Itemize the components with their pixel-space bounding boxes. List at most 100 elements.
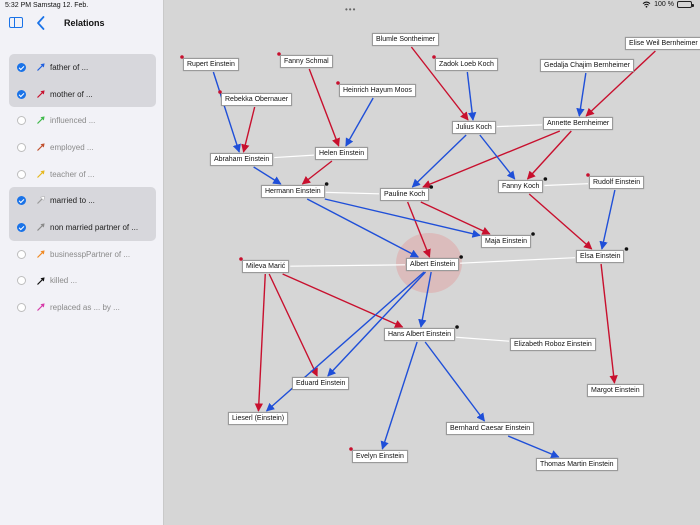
relation-edge — [253, 166, 282, 185]
node-dot — [218, 90, 222, 94]
graph-node[interactable]: Elizabeth Roboz Einstein — [510, 338, 596, 351]
graph-node[interactable]: Abraham Einstein — [210, 153, 274, 166]
relation-item[interactable]: married to ... — [9, 187, 156, 215]
graph-node[interactable]: Blumle Sontheimer — [372, 33, 440, 46]
relation-edge — [301, 160, 333, 185]
checkmark-icon[interactable] — [17, 89, 26, 99]
relation-edge — [528, 193, 593, 250]
checkmark-icon[interactable] — [17, 196, 26, 206]
relation-edge — [308, 68, 340, 147]
relation-edge — [241, 106, 256, 153]
relation-item-label: father of ... — [50, 62, 89, 72]
relation-edge — [600, 263, 618, 384]
graph-node[interactable]: Annette Bernheimer — [543, 117, 614, 130]
relation-edge — [424, 341, 486, 422]
graph-node[interactable]: Fanny Koch — [498, 180, 544, 193]
graph-node[interactable]: Julius Koch — [452, 121, 496, 134]
graph-node[interactable]: Lieserl (Einstein) — [228, 412, 289, 425]
relation-edge — [460, 257, 576, 264]
relation-item[interactable]: killed ... — [9, 268, 156, 295]
graph-node[interactable]: Albert Einstein — [406, 258, 460, 271]
graph-node[interactable]: Mileva Marić — [242, 260, 290, 273]
status-indicators: 100 % — [642, 1, 694, 8]
relation-edge — [411, 134, 467, 188]
relation-item[interactable]: non married partner of ... — [9, 214, 156, 241]
relation-item-label: teacher of ... — [50, 169, 95, 179]
node-dot — [455, 325, 459, 329]
relation-item[interactable]: mother of ... — [9, 80, 156, 108]
relation-edge — [544, 183, 589, 187]
graph-node[interactable]: Zadok Loeb Koch — [435, 58, 498, 71]
sidebar-title: Relations — [64, 18, 105, 28]
relation-edge — [418, 271, 432, 328]
arrow-icon — [37, 196, 45, 205]
unchecked-circle-icon[interactable] — [17, 169, 26, 179]
relation-item-label: employed ... — [50, 142, 94, 152]
node-dot — [324, 182, 329, 186]
sidebar-toggle-icon[interactable] — [9, 17, 23, 28]
arrow-icon — [37, 90, 45, 98]
wifi-icon — [642, 1, 651, 8]
checkmark-icon[interactable] — [17, 222, 26, 232]
graph-node[interactable]: Rupert Einstein — [183, 58, 239, 71]
relation-item[interactable]: influenced ... — [9, 107, 156, 134]
unchecked-circle-icon[interactable] — [17, 116, 26, 126]
graph-node[interactable]: Elise Weil Bernheimer — [625, 37, 700, 50]
relation-edge — [265, 271, 425, 412]
relation-edge — [420, 201, 491, 235]
relation-item[interactable]: employed ... — [9, 134, 156, 161]
relation-edge — [306, 198, 419, 258]
unchecked-circle-icon[interactable] — [17, 142, 26, 152]
relation-item-label: replaced as ... by ... — [50, 303, 120, 313]
node-dot — [543, 177, 548, 181]
relation-item[interactable]: businesspPartner of ... — [9, 241, 156, 268]
graph-node[interactable]: Evelyn Einstein — [352, 450, 408, 463]
relation-edge — [345, 97, 374, 147]
relation-list: father of ... mother of ...influenced ...… — [9, 54, 156, 321]
node-dot — [239, 257, 243, 261]
graph-node[interactable]: Thomas Martin Einstein — [536, 458, 618, 471]
node-dot — [586, 173, 590, 177]
relation-edge — [268, 273, 318, 377]
checkmark-icon[interactable] — [17, 62, 26, 72]
chevron-left-icon[interactable] — [35, 15, 47, 31]
unchecked-circle-icon[interactable] — [17, 276, 26, 286]
relation-edge — [599, 189, 616, 250]
arrow-icon — [37, 63, 45, 71]
graph-node[interactable]: Hermann Einstein — [261, 185, 325, 198]
relation-item-label: businesspPartner of ... — [50, 249, 131, 259]
relation-item[interactable]: replaced as ... by ... — [9, 294, 156, 321]
window-grabber-icon[interactable]: ••• — [345, 5, 357, 14]
relation-edge — [576, 72, 587, 117]
graph-node[interactable]: Maja Einstein — [481, 235, 532, 248]
graph-node[interactable]: Eduard Einstein — [292, 377, 350, 390]
relation-item[interactable]: father of ... — [9, 54, 156, 81]
graph-node[interactable]: Fanny Schmal — [280, 55, 333, 68]
graph-node[interactable]: Heinrich Hayum Moos — [339, 84, 416, 97]
graph-node[interactable]: Helen Einstein — [315, 147, 369, 160]
graph-node[interactable]: Rudolf Einstein — [589, 176, 645, 189]
arrow-icon — [37, 116, 45, 125]
node-dot — [336, 81, 340, 85]
unchecked-circle-icon[interactable] — [17, 303, 26, 313]
relation-edge — [507, 435, 560, 458]
relation-item[interactable]: teacher of ... — [9, 161, 156, 188]
graph-node[interactable]: Rebekka Obernauer — [221, 93, 293, 106]
relation-edge — [410, 46, 469, 121]
relation-edge — [274, 154, 315, 159]
graph-node[interactable]: Bernhard Caesar Einstein — [446, 422, 535, 435]
relation-edge — [212, 71, 241, 153]
graph-node[interactable]: Pauline Koch — [380, 188, 430, 201]
relation-edge — [456, 336, 510, 342]
node-dot — [432, 55, 436, 59]
graph-node[interactable]: Hans Albert Einstein — [384, 328, 456, 341]
graph-node[interactable]: Margot Einstein — [587, 384, 644, 397]
arrow-icon — [37, 223, 45, 232]
arrow-icon — [37, 143, 45, 151]
graph-node[interactable]: Elsa Einstein — [576, 250, 625, 263]
node-dot — [180, 55, 184, 59]
graph-canvas[interactable]: ••• Blumle Sontheimer Elise Weil Bernheim… — [165, 0, 700, 525]
graph-node[interactable]: Gedalja Chajim Bernheimer — [540, 59, 634, 72]
node-dot — [429, 185, 434, 189]
unchecked-circle-icon[interactable] — [17, 249, 26, 259]
